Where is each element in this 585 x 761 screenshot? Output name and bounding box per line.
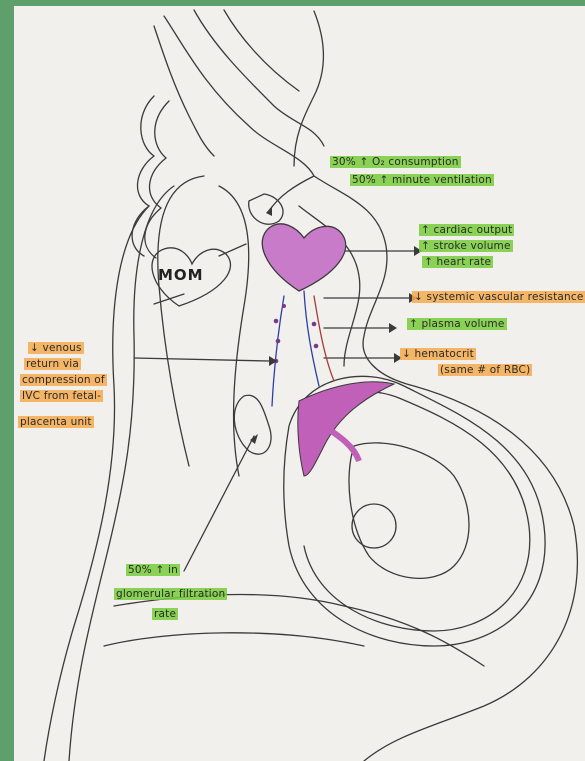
- hair-strand: [154, 26, 214, 156]
- braid: [132, 96, 154, 256]
- heart-tattoo-text: MOM: [158, 266, 204, 284]
- label-stroke-volume: ↑ stroke volume: [419, 240, 513, 252]
- lungs: [249, 194, 283, 224]
- placenta: [298, 382, 394, 476]
- label-hematocrit-note: (same # of RBC): [438, 364, 532, 376]
- leg-outline: [104, 633, 364, 646]
- label-plasma-volume: ↑ plasma volume: [407, 318, 507, 330]
- tattoo-arrow: [219, 244, 246, 256]
- blue-vessel: [304, 291, 319, 386]
- arrow-lungs: [269, 176, 314, 211]
- back-outline: [44, 206, 149, 761]
- label-svr: ↓ systemic vascular resistance: [412, 291, 585, 303]
- hair-strand: [164, 16, 314, 176]
- fetus-head: [352, 504, 396, 548]
- label-venous-3: compression of: [20, 374, 107, 386]
- arrow-kidney: [184, 436, 254, 571]
- blue-vessel: [272, 296, 284, 406]
- heart-shape: [262, 224, 345, 291]
- label-venous-2: return via: [24, 358, 81, 370]
- arrow-venous: [134, 358, 269, 361]
- label-o2-consumption: 30% ↑ O₂ consumption: [330, 156, 461, 168]
- neck-line: [294, 11, 323, 166]
- label-heart-rate: ↑ heart rate: [422, 256, 493, 268]
- label-venous-4: IVC from fetal-: [20, 390, 103, 402]
- leg-outline: [114, 594, 484, 666]
- arm-outline: [219, 186, 249, 476]
- sketch-paper: MOM 30% ↑ O₂ consumption 50% ↑ minute ve…: [14, 6, 585, 761]
- braid: [145, 101, 169, 258]
- kidney: [234, 395, 271, 454]
- label-minute-ventilation: 50% ↑ minute ventilation: [350, 174, 494, 186]
- tattoo-arrow: [154, 294, 184, 304]
- label-gfr-3: rate: [152, 608, 178, 620]
- label-venous-5: placenta unit: [18, 416, 94, 428]
- label-gfr-2: glomerular filtration: [114, 588, 227, 600]
- label-hematocrit: ↓ hematocrit: [400, 348, 476, 360]
- hair-strand: [194, 10, 324, 146]
- red-vessel: [314, 296, 334, 381]
- label-venous-1: ↓ venous: [28, 342, 84, 354]
- fetus-body: [349, 443, 469, 578]
- umbilical-cord: [324, 426, 359, 461]
- hair-strand: [224, 10, 299, 91]
- arm-outline: [158, 176, 204, 466]
- label-gfr-1: 50% ↑ in: [126, 564, 180, 576]
- label-cardiac-output: ↑ cardiac output: [419, 224, 514, 236]
